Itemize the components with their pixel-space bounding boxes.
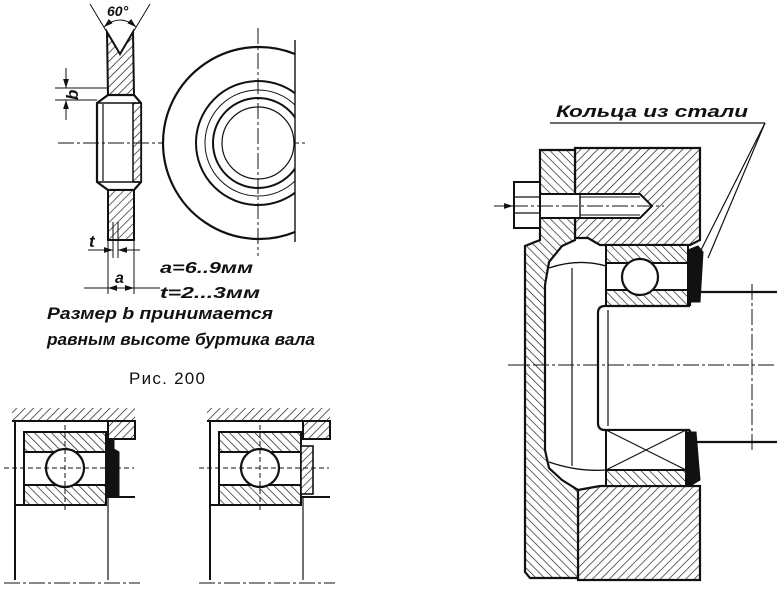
note-line-1: Размер b принимается (47, 304, 273, 323)
ring-section-view: 60° b t a a=6..9мм t=2...3мм Размер b пр… (46, 3, 315, 388)
angle-dimension-arc (103, 18, 137, 28)
steel-rings-callout: Кольца из стали (550, 102, 766, 259)
housing-shoulder (107, 420, 136, 440)
cover-bolt (494, 181, 664, 229)
housing-shoulder (302, 420, 331, 440)
housing-hatch (207, 408, 330, 421)
shaft (596, 284, 777, 452)
formula-t: t=2...3мм (160, 285, 260, 302)
ring-upper-web (105, 28, 136, 96)
housing-hatch (12, 408, 135, 421)
callout-label: Кольца из стали (556, 102, 749, 121)
shaft-shoulder-upper (688, 290, 777, 306)
note-line-2: равным высоте буртика вала (46, 330, 315, 349)
upper-ball-bearing (605, 244, 704, 307)
housing-lower (576, 484, 702, 582)
lower-roller-bearing (605, 429, 701, 487)
steel-spacer-ring (300, 445, 314, 495)
dim-t-label: t (89, 232, 96, 251)
bearing-fit-example-2 (199, 408, 335, 584)
dim-b-label: b (63, 90, 82, 100)
end-cover (523, 148, 580, 580)
roller-diagonal-2 (605, 429, 687, 471)
cover-recess-upper (548, 261, 607, 269)
cover-recess-lower (548, 461, 607, 471)
ring-front-half-view (161, 28, 296, 256)
upper-bearing-ball (620, 257, 660, 297)
bearing-assembly-section: Кольца из стали (494, 102, 777, 582)
lower-steel-ring (685, 431, 701, 487)
shaft-shoulder-lower (688, 430, 777, 444)
shaft-shoulder (300, 496, 330, 505)
angle-label: 60° (107, 3, 129, 19)
dim-a-label: a (115, 270, 124, 287)
ring-lower-web (107, 189, 135, 241)
bolt-head (513, 181, 541, 229)
shaft-shoulder (105, 496, 135, 505)
lower-bearing-outer-ring (605, 469, 687, 487)
ring-outer-contour (161, 45, 296, 241)
shaft-journal (596, 304, 690, 432)
formula-a: a=6..9мм (160, 260, 253, 277)
callout-leader-2 (707, 122, 766, 259)
bearing-fit-example-1 (4, 408, 140, 584)
figure-caption: Рис. 200 (129, 369, 205, 388)
callout-leader-1 (700, 122, 766, 251)
